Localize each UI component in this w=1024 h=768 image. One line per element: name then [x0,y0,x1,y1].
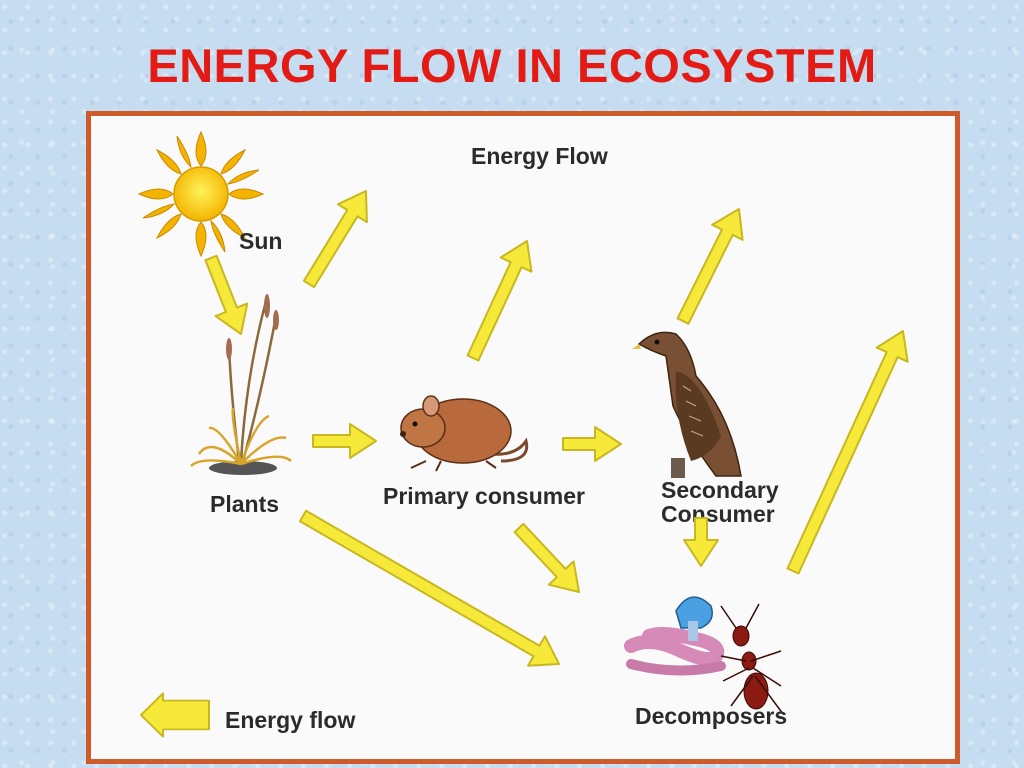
arrow-plants-to-primary [312,423,377,459]
sun-icon [137,130,265,258]
diagram-heading: Energy Flow [471,143,608,169]
sun-label: Sun [239,228,282,254]
arrow-primary-heat-loss [466,240,533,362]
decomposers-icon [624,596,784,715]
mouse-icon [400,395,529,472]
arrow-sun-to-plants [204,254,249,335]
hawk-icon [632,331,742,478]
arrows-layer [204,190,909,667]
decomposers-label: Decomposers [635,703,787,729]
energy-flow-diagram: Energy Flow Sun [137,130,909,738]
primary-consumer-label: Primary consumer [383,483,585,509]
diagram-frame: Energy Flow Sun [86,111,960,764]
slide-title: ENERGY FLOW IN ECOSYSTEM [147,39,877,92]
legend-arrow-icon [140,692,210,738]
arrow-plants-to-decomposers [299,509,560,667]
arrow-primary-to-secondary [562,426,622,462]
arrow-sun-heat-loss [302,190,368,289]
arrow-secondary-to-decomposers [683,517,719,567]
arrow-decomposers-heat-loss [786,330,909,575]
secondary-consumer-label-line2: Consumer [661,501,775,527]
arrow-primary-to-decomposers [513,522,580,593]
plant-icon [190,294,292,475]
arrow-secondary-heat-loss [676,208,744,325]
plants-label: Plants [210,491,279,517]
legend: Energy flow [140,692,355,738]
secondary-consumer-label-line1: Secondary [661,477,779,503]
legend-label: Energy flow [225,707,355,733]
